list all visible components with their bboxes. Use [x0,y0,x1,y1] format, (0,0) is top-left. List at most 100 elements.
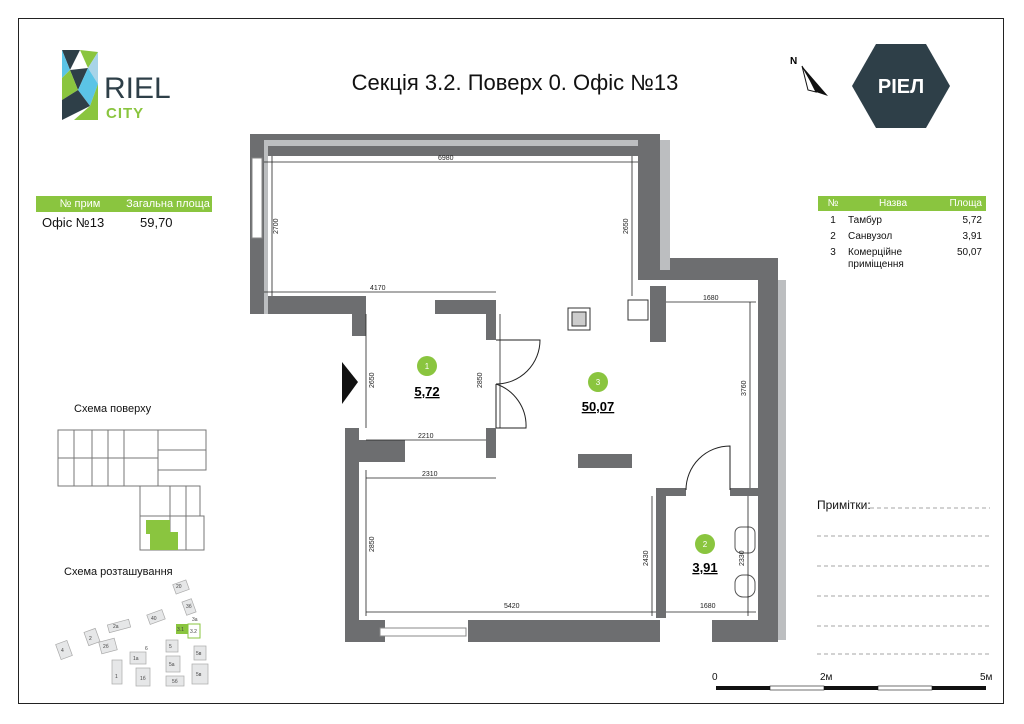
brand-left-line2: CITY [106,105,144,122]
scale-ruler [716,685,986,691]
dim-vestibule-bottom: 2210 [418,433,434,440]
room-marker-1: 1 5,72 [414,356,440,399]
building-label: 5 [169,644,172,650]
table-row: 1 Тамбур 5,72 [818,211,986,227]
room-no: 3 [830,247,836,258]
dim-right-upper: 2650 [623,218,630,234]
building-label: 20 [176,584,182,590]
scale-end: 5м [980,672,993,683]
scale-start: 0 [712,672,718,683]
window [251,157,263,239]
building-label: 3б [186,604,192,610]
dim-right-lower: 3760 [741,380,748,396]
notes-label: Примітки: [817,498,871,512]
entrance-arrow-icon [342,362,358,404]
building-label: 5в [196,651,202,657]
dim-vestibule-left: 2650 [369,372,376,388]
summary-row: Офіс №13 59,70 [36,212,212,234]
room-marker-3: 3 50,07 [582,372,615,414]
building-label: 1б [140,676,146,682]
dim-top: 6980 [438,155,454,162]
summary-col-number: № прим [59,198,101,210]
rooms-col-no: № [827,198,839,209]
floor-scheme-label: Схема поверху [74,403,152,415]
building-label: 3.2 [190,629,197,635]
rooms-table-header: № Назва Площа [818,196,986,211]
room-area: 5,72 [414,384,439,399]
building-label: 4 [61,648,64,654]
room-name: Тамбур [848,215,882,226]
dim-vestibule-door: 2850 [477,372,484,388]
north-arrow-icon: N [790,56,828,96]
shaft-box [627,299,649,321]
walls [250,134,778,642]
room-area: 50,07 [956,247,982,258]
doors [495,339,731,491]
room-name-line2: приміщення [848,259,904,270]
riel-logo: РІЕЛ [852,44,950,128]
dim-wc-bottom: 1680 [700,603,716,610]
room-area: 3,91 [692,560,717,575]
building-label: 2 [89,636,92,642]
notes-lines [817,507,990,655]
brand-left-line1: RIEL [104,72,171,105]
building-label: 2а [113,624,119,630]
sanitary-fixtures [734,526,756,598]
room-area: 50,07 [582,399,615,414]
location-scheme-label: Схема розташування [64,566,173,578]
page-title: Секція 3.2. Поверх 0. Офіс №13 [351,70,679,95]
riel-city-logo: RIEL CITY [62,50,171,122]
dim-corridor-right: 1680 [703,295,719,302]
building-label: 5а [169,662,175,668]
outer-band [264,140,786,640]
room-number: 1 [425,362,430,371]
building-label: 2б [103,644,109,650]
rooms-col-area: Площа [949,198,983,209]
brand-right: РІЕЛ [878,76,924,98]
building-label: 40 [151,616,157,622]
summary-unit: Офіс №13 [42,215,105,230]
dim-wc-right: 2330 [739,550,746,566]
drawing-frame [18,18,1004,704]
dimension-lines [264,156,756,616]
summary-table-header: № прим Загальна площа [36,196,212,212]
location-scheme-map: 20 3б 3а 40 2а 2б 3.1 3.2 2 4 1 1а 1б 5 … [55,579,209,687]
building-label: 5б [172,679,178,685]
room-area: 5,72 [962,215,982,226]
dim-lower-top: 2310 [422,471,438,478]
building-label: 6 [145,646,148,652]
building-label: 3.1 [177,627,184,633]
dimension-texts: 6980 2700 2650 4170 1680 2650 2850 2210 … [273,155,748,610]
north-label: N [790,56,797,67]
rooms-table: № Назва Площа 1 Тамбур 5,72 2 Санвузол 3… [818,196,986,271]
rooms-col-name: Назва [878,198,908,209]
table-row: 2 Санвузол 3,91 [818,227,986,243]
dim-left-lower: 2850 [369,536,376,552]
building-label: 5в [196,672,202,678]
dim-mid: 4170 [370,285,386,292]
dim-bottom: 5420 [504,603,520,610]
scale-mid: 2м [820,672,833,683]
window [379,627,467,637]
room-no: 2 [830,231,836,242]
dim-left-upper: 2700 [273,218,280,234]
room-number: 3 [596,378,601,387]
summary-table: № прим Загальна площа Офіс №13 59,70 [36,196,212,234]
shaft-box-inner [571,311,587,327]
building-label: 1 [115,674,118,680]
dim-wc-left: 2430 [643,550,650,566]
scale-bar: 0 2м 5м [712,672,992,696]
room-area: 3,91 [962,231,982,242]
building-label: 3а [192,617,198,623]
room-name-line1: Комерційне [848,247,903,258]
building-label: 1а [133,656,139,662]
room-number: 2 [703,540,708,549]
floor-scheme-map [56,426,208,551]
room-marker-2: 2 3,91 [692,534,718,575]
room-name: Санвузол [848,231,893,242]
summary-col-area: Загальна площа [126,198,210,210]
summary-area: 59,70 [140,215,173,230]
